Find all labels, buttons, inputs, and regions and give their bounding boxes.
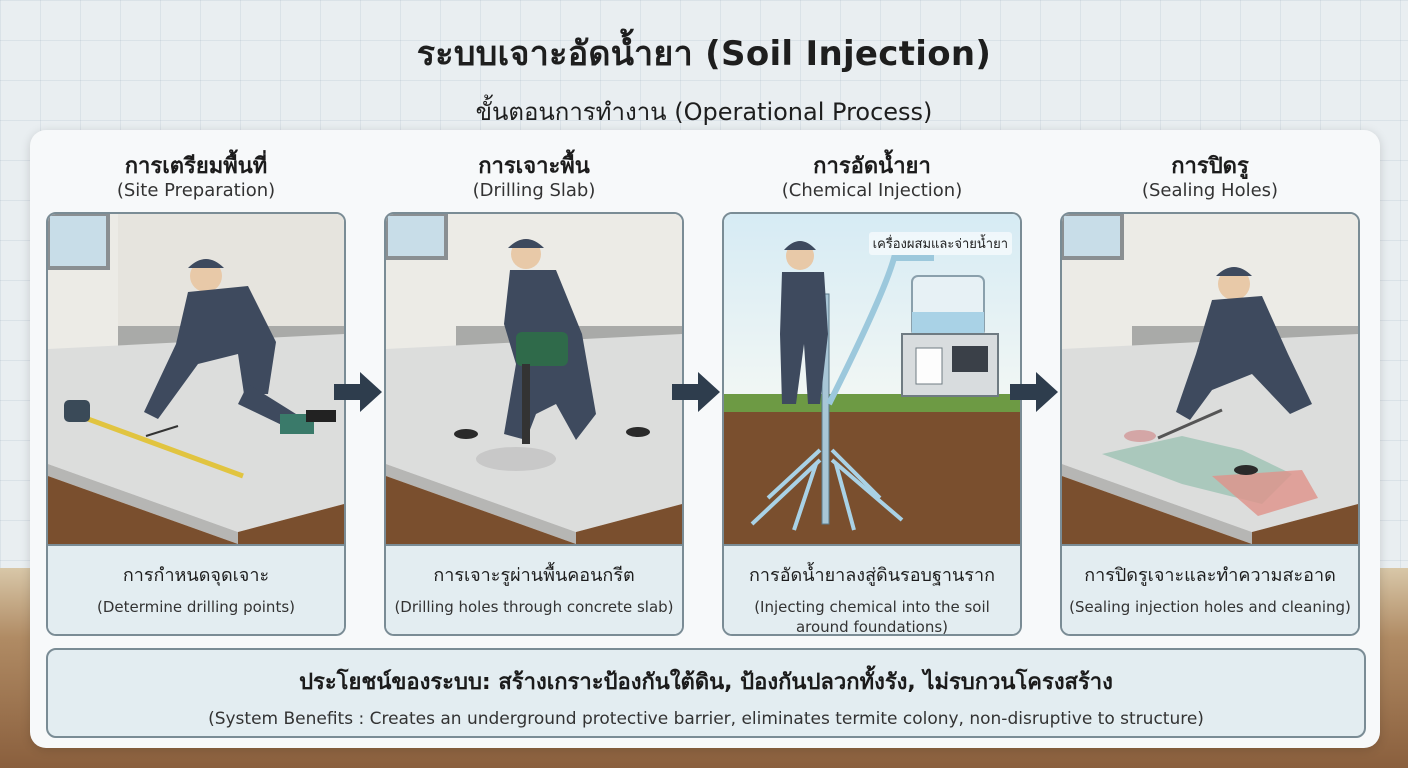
- step-subtitle: (Sealing Holes): [1141, 180, 1279, 201]
- step-card: การกำหนดจุดเจาะ (Determine drilling poin…: [46, 212, 346, 636]
- step-subtitle: (Chemical Injection): [781, 180, 963, 201]
- caption-english: (Injecting chemical into the soil around…: [754, 598, 990, 636]
- step-card: เครื่องผสมและจ่ายน้ำยา การอัดน้ำยาลงสู่ด…: [722, 212, 1022, 636]
- step-subtitle: (Site Preparation): [116, 180, 276, 201]
- caption-english: (Drilling holes through concrete slab): [394, 598, 674, 616]
- next-step-arrow-icon: [334, 372, 382, 412]
- mixing-machine-label: เครื่องผสมและจ่ายน้ำยา: [868, 232, 1012, 255]
- benefits-thai: ประโยชน์ของระบบ: สร้างเกราะป้องกันใต้ดิน…: [299, 670, 1113, 695]
- site-preparation-illustration: [48, 214, 344, 544]
- chemical-injection-illustration: [724, 214, 1020, 544]
- sealing-holes-illustration: [1062, 214, 1358, 544]
- step-title: การเจาะพื้น: [478, 154, 590, 179]
- step-title: การเตรียมพื้นที่: [124, 154, 268, 179]
- benefits-english: (System Benefits : Creates an undergroun…: [208, 709, 1204, 729]
- step-card: การเจาะรูผ่านพื้นคอนกรีต (Drilling holes…: [384, 212, 684, 636]
- process-panel: การเตรียมพื้นที่ (Site Preparation): [30, 130, 1380, 748]
- system-benefits-box: ประโยชน์ของระบบ: สร้างเกราะป้องกันใต้ดิน…: [46, 648, 1366, 738]
- page-subtitle: ขั้นตอนการทำงาน (Operational Process): [475, 98, 933, 126]
- step-subtitle: (Drilling Slab): [472, 180, 596, 201]
- next-step-arrow-icon: [1010, 372, 1058, 412]
- step-caption: การปิดรูเจาะและทำความสะอาด (Sealing inje…: [1062, 544, 1358, 634]
- step-title: การอัดน้ำยา: [813, 154, 931, 179]
- caption-thai: การอัดน้ำยาลงสู่ดินรอบฐานราก: [749, 565, 995, 586]
- step-caption: การอัดน้ำยาลงสู่ดินรอบฐานราก (Injecting …: [724, 544, 1020, 636]
- step-caption: การเจาะรูผ่านพื้นคอนกรีต (Drilling holes…: [386, 544, 682, 634]
- page-title: ระบบเจาะอัดน้ำยา (Soil Injection): [416, 34, 992, 74]
- step-caption: การกำหนดจุดเจาะ (Determine drilling poin…: [48, 544, 344, 634]
- header: ระบบเจาะอัดน้ำยา (Soil Injection) ขั้นตอ…: [0, 26, 1408, 131]
- drilling-slab-illustration: [386, 214, 682, 544]
- step-card: การปิดรูเจาะและทำความสะอาด (Sealing inje…: [1060, 212, 1360, 636]
- caption-english: (Sealing injection holes and cleaning): [1069, 598, 1351, 616]
- next-step-arrow-icon: [672, 372, 720, 412]
- step-title: การปิดรู: [1171, 154, 1249, 179]
- caption-thai: การปิดรูเจาะและทำความสะอาด: [1084, 565, 1336, 586]
- caption-thai: การกำหนดจุดเจาะ: [122, 565, 270, 586]
- caption-thai: การเจาะรูผ่านพื้นคอนกรีต: [433, 565, 635, 586]
- caption-english: (Determine drilling points): [96, 598, 295, 616]
